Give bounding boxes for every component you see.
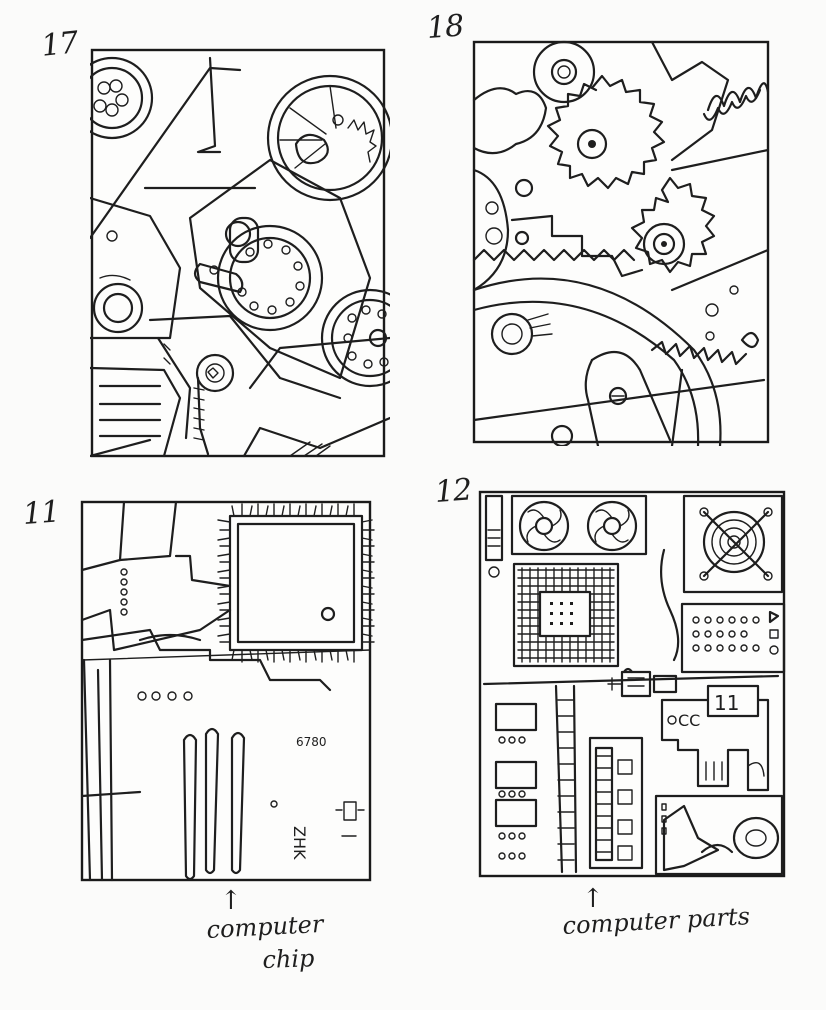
caption-left-arrow: ↑ (220, 886, 242, 916)
caption-right-arrow: ↑ (582, 884, 604, 914)
caption-left-line1: computer (205, 909, 324, 944)
parts-label-11: 11 (714, 691, 739, 715)
panel-number-11: 11 (21, 494, 61, 532)
chip-label-text: ZHK (290, 826, 309, 860)
panel-17-sketch (90, 48, 390, 458)
chip-code-text: 6780 (296, 735, 327, 749)
panel-12-sketch: 11 CC (478, 490, 786, 878)
caption-left-line2: chip (261, 944, 315, 974)
panel-11-sketch: 6780 ZHK (80, 500, 375, 882)
panel-number-12: 12 (433, 472, 473, 510)
panel-number-17: 17 (39, 25, 80, 64)
panel-18-sketch (472, 40, 770, 446)
panel-number-18: 18 (425, 8, 465, 46)
parts-label-cc: CC (678, 711, 700, 730)
